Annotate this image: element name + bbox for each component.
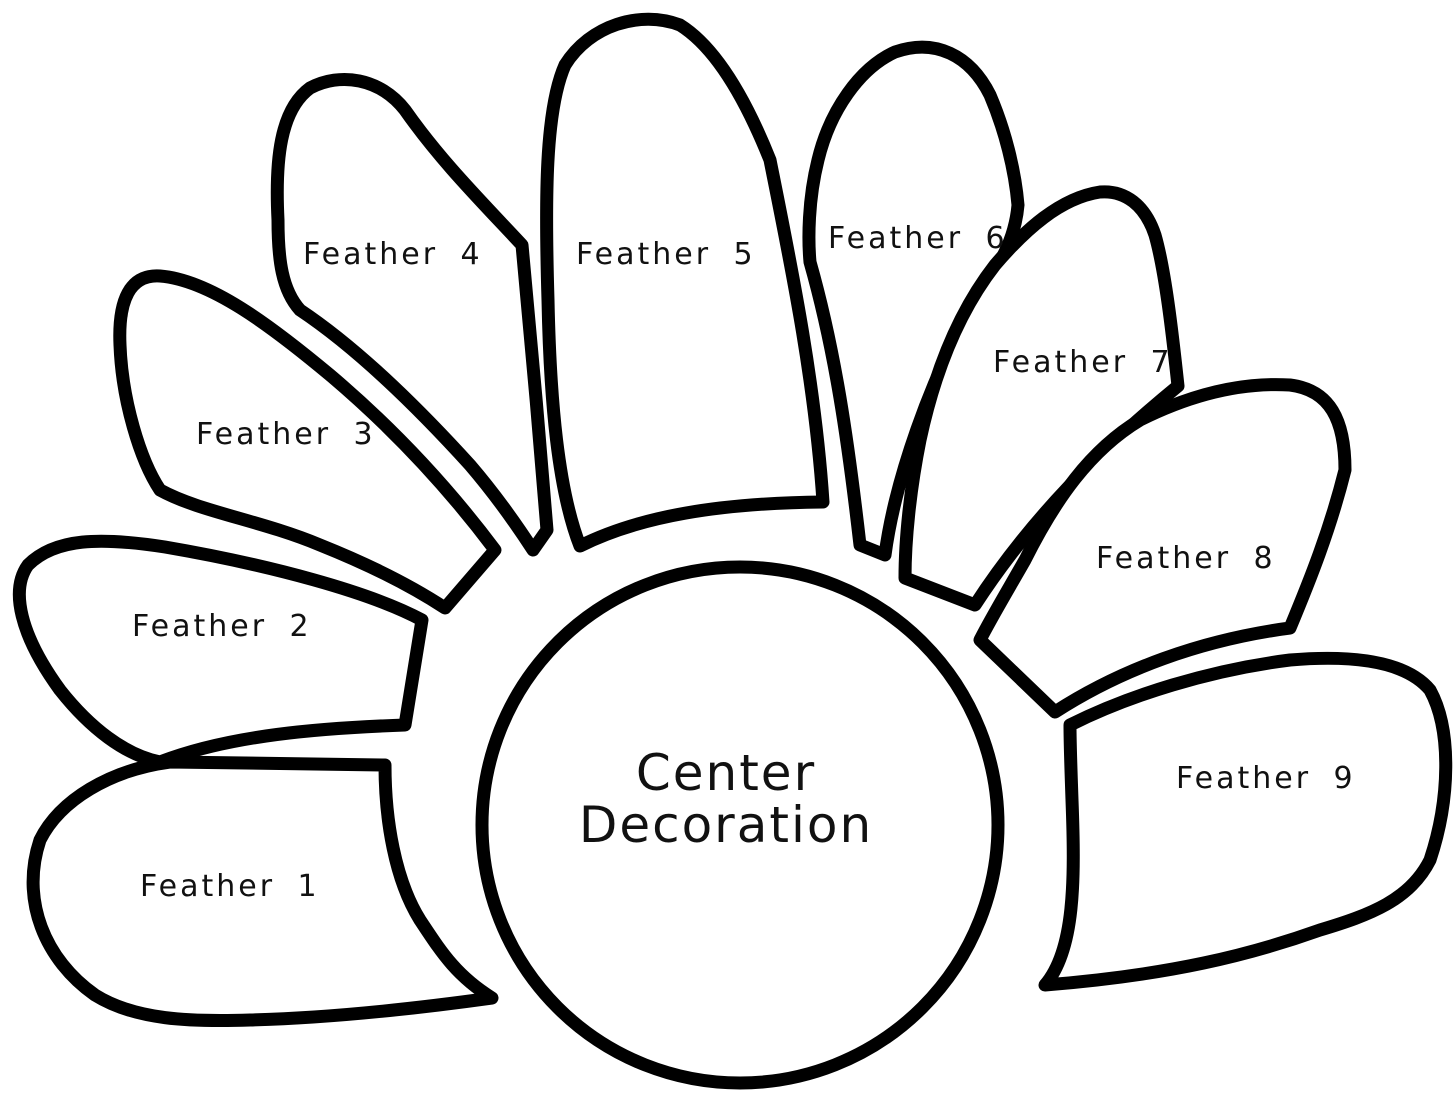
center-decoration: Center Decoration [482,567,998,1083]
feather-8-label: Feather 8 [1096,541,1276,576]
feather-5-shape [547,19,823,546]
feather-5-label: Feather 5 [576,237,756,272]
feather-9: Feather 9 [1045,658,1446,985]
feather-1: Feather 1 [33,762,492,1021]
feather-3-label: Feather 3 [196,417,376,452]
feather-5: Feather 5 [547,19,823,546]
feather-6-label: Feather 6 [828,221,1008,256]
feather-2-shape [19,541,422,762]
feather-1-label: Feather 1 [140,869,320,904]
feather-9-label: Feather 9 [1176,761,1356,796]
feather-2: Feather 2 [19,541,422,762]
center-label-line1: Center [636,744,816,802]
feather-7-label: Feather 7 [993,345,1173,380]
feather-4-label: Feather 4 [303,237,483,272]
center-label-line2: Decoration [579,796,873,854]
feather-2-label: Feather 2 [132,609,312,644]
feather-9-shape [1045,658,1446,985]
